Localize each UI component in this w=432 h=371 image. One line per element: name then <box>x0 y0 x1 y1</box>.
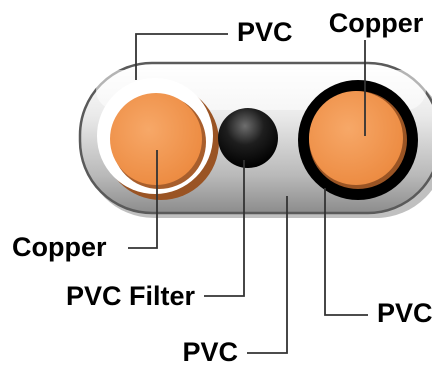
label-pvc-filter: PVC Filter <box>66 281 196 311</box>
label-copper-right: Copper <box>329 8 424 38</box>
leader-copper-left <box>128 150 158 249</box>
leader-pvc-top <box>135 33 228 80</box>
leader-pvc-bottom <box>247 196 288 354</box>
label-pvc-bottom: PVC <box>182 337 238 367</box>
pvc-filter-core <box>218 108 278 168</box>
leader-pvc-right <box>324 188 368 316</box>
right-conductor <box>298 80 418 200</box>
right-copper-core <box>309 91 403 185</box>
left-conductor <box>97 78 219 200</box>
label-pvc-top: PVC <box>237 17 293 47</box>
label-pvc-right: PVC <box>377 298 432 328</box>
label-copper-left: Copper <box>12 232 107 262</box>
leader-pvc-filter <box>204 160 245 297</box>
left-copper-core <box>110 93 202 185</box>
